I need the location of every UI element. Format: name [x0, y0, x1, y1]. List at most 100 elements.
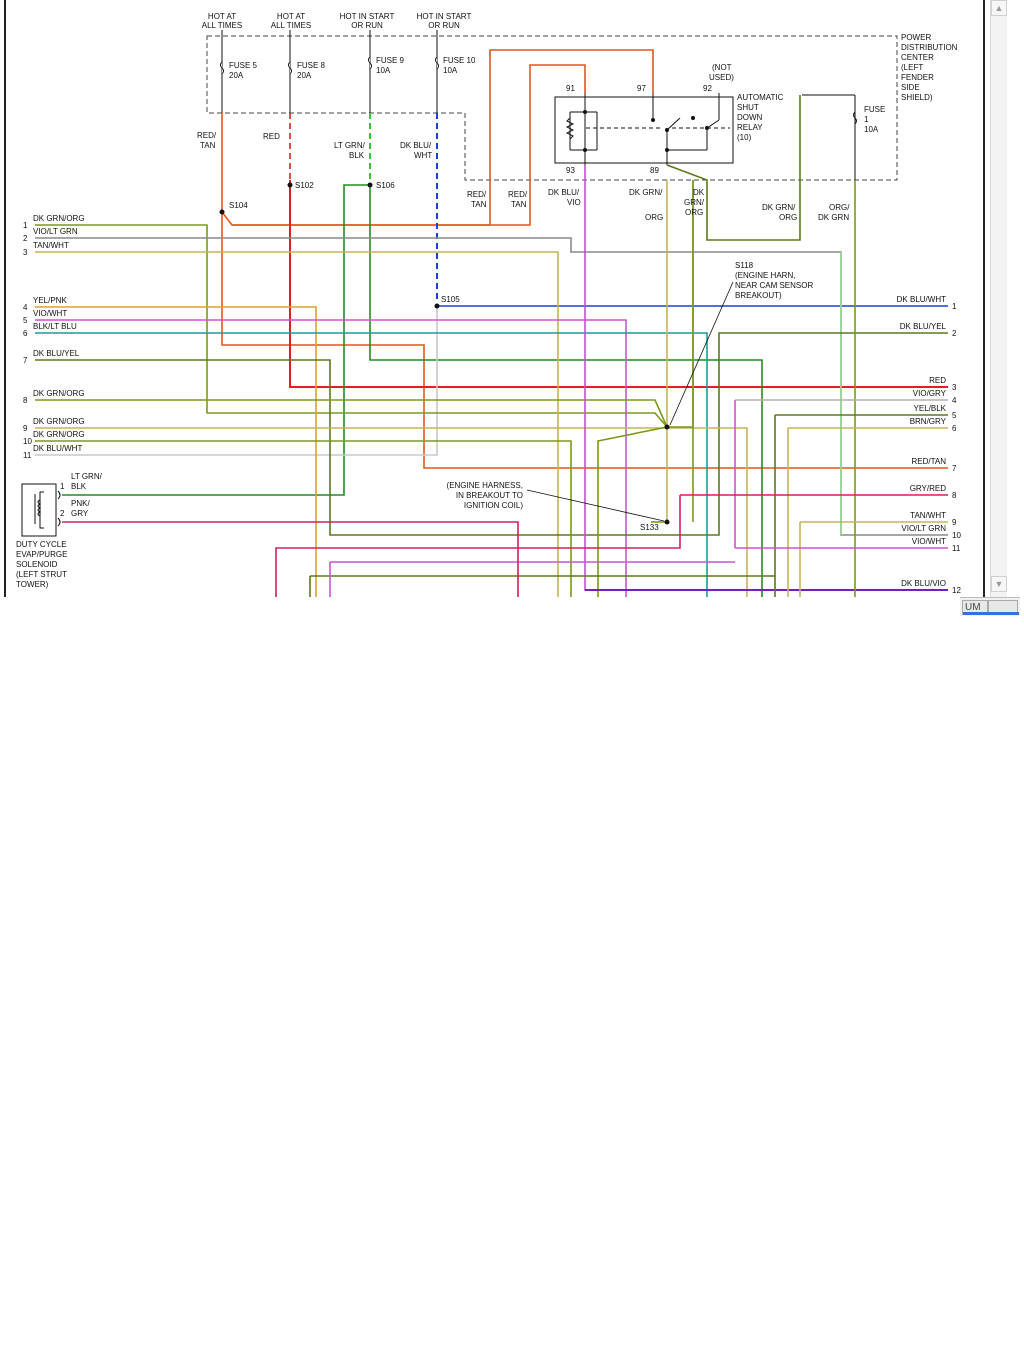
scroll-down-arrow-icon[interactable]: ▼ [991, 576, 1007, 592]
svg-text:BLK: BLK [71, 482, 87, 491]
svg-text:(NOT: (NOT [712, 63, 732, 72]
svg-text:EVAP/PURGE: EVAP/PURGE [16, 550, 67, 559]
asd-relay-label: AUTOMATIC SHUT DOWN RELAY (10) [737, 93, 784, 142]
right-pin-number: 4 [952, 396, 957, 405]
right-pin-wire-label: GRY/RED [910, 484, 947, 493]
svg-text:ORG: ORG [645, 213, 663, 222]
right-pin-wire-label: DK BLU/WHT [897, 295, 946, 304]
svg-text:RED/: RED/ [508, 190, 528, 199]
right-pin-number: 11 [952, 544, 961, 553]
svg-text:S105: S105 [441, 295, 460, 304]
pdc-label: POWER DISTRIBUTION CENTER (LEFT FENDER S… [901, 33, 958, 102]
left-pin-wire-label: TAN/WHT [33, 241, 69, 250]
s133-note: (ENGINE HARNESS, IN BREAKOUT TO IGNITION… [447, 481, 665, 522]
right-pin-wire-label: RED/TAN [911, 457, 946, 466]
viewer-right-border [983, 0, 985, 597]
left-pin-number: 6 [23, 329, 28, 338]
fuse-header-4: HOT IN START OR RUN [417, 12, 472, 30]
svg-text:TAN: TAN [471, 200, 487, 209]
svg-text:DK GRN: DK GRN [818, 213, 849, 222]
svg-text:DOWN: DOWN [737, 113, 763, 122]
svg-text:BLK: BLK [349, 151, 365, 160]
svg-text:DK BLU/: DK BLU/ [548, 188, 580, 197]
asd-relay-internals [565, 93, 730, 165]
left-pin-number: 4 [23, 303, 28, 312]
left-pin-number: 9 [23, 424, 28, 433]
svg-text:TAN: TAN [200, 141, 216, 150]
svg-text:10A: 10A [376, 66, 391, 75]
left-pin-wire-label: DK BLU/YEL [33, 349, 80, 358]
right-pin-wire-label: TAN/WHT [910, 511, 946, 520]
right-pin-number: 8 [952, 491, 957, 500]
asd-relay-box [554, 96, 734, 164]
svg-text:92: 92 [703, 84, 712, 93]
relay-pin-labels: 91 97 92 93 89 [566, 84, 712, 175]
svg-text:ORG: ORG [779, 213, 797, 222]
svg-text:FUSE 10: FUSE 10 [443, 56, 476, 65]
svg-text:GRN/: GRN/ [684, 198, 705, 207]
right-pin-wire-label: YEL/BLK [914, 404, 947, 413]
svg-text:10A: 10A [864, 125, 879, 134]
svg-text:ALL TIMES: ALL TIMES [271, 21, 311, 30]
right-pin-number: 6 [952, 424, 957, 433]
svg-text:USED): USED) [709, 73, 734, 82]
right-pin-number: 9 [952, 518, 957, 527]
svg-text:AUTOMATIC: AUTOMATIC [737, 93, 784, 102]
svg-text:DISTRIBUTION: DISTRIBUTION [901, 43, 958, 52]
right-pin-wire-label: DK BLU/VIO [901, 579, 946, 588]
svg-text:S106: S106 [376, 181, 395, 190]
svg-text:20A: 20A [297, 71, 312, 80]
s118-note: (ENGINE HARN, NEAR CAM SENSOR BREAKOUT) [669, 271, 813, 426]
svg-text:DK BLU/: DK BLU/ [400, 141, 432, 150]
svg-text:LT GRN/: LT GRN/ [71, 472, 103, 481]
svg-text:91: 91 [566, 84, 575, 93]
svg-text:S118: S118 [735, 261, 754, 270]
evap-purge-solenoid: 1 2 LT GRN/ BLK PNK/ GRY DUTY CYCLE EVAP… [16, 472, 103, 589]
right-pin-wire-label: VIO/LT GRN [901, 524, 946, 533]
svg-text:HOT IN START: HOT IN START [417, 12, 472, 21]
svg-text:89: 89 [650, 166, 659, 175]
svg-text:(LEFT: (LEFT [901, 63, 923, 72]
svg-text:FUSE 8: FUSE 8 [297, 61, 326, 70]
right-pin-number: 2 [952, 329, 957, 338]
scroll-up-arrow-icon[interactable]: ▲ [991, 0, 1007, 16]
svg-text:FUSE 9: FUSE 9 [376, 56, 405, 65]
status-accent-line [963, 612, 1019, 615]
fuse-header-1: HOT AT ALL TIMES [202, 12, 242, 30]
right-pin-number: 3 [952, 383, 957, 392]
svg-text:SIDE: SIDE [901, 83, 920, 92]
vertical-wire-labels: RED/ TAN RED LT GRN/ BLK DK BLU/ WHT RED… [197, 131, 850, 222]
svg-text:HOT IN START: HOT IN START [340, 12, 395, 21]
svg-text:(ENGINE HARNESS,: (ENGINE HARNESS, [447, 481, 523, 490]
svg-text:FENDER: FENDER [901, 73, 934, 82]
svg-text:RED/: RED/ [467, 190, 487, 199]
svg-text:PNK/: PNK/ [71, 499, 90, 508]
svg-text:CENTER: CENTER [901, 53, 934, 62]
right-pin-wire-label: BRN/GRY [910, 417, 947, 426]
svg-text:RED/: RED/ [197, 131, 217, 140]
svg-text:FUSE 5: FUSE 5 [229, 61, 258, 70]
svg-text:ORG: ORG [685, 208, 703, 217]
status-bar: UM [960, 597, 1020, 616]
left-pin-number: 11 [23, 451, 32, 460]
fuse-8-symbol [288, 61, 292, 75]
svg-text:SOLENOID: SOLENOID [16, 560, 58, 569]
svg-text:20A: 20A [229, 71, 244, 80]
svg-text:ALL TIMES: ALL TIMES [202, 21, 242, 30]
svg-text:2: 2 [60, 509, 65, 518]
svg-text:S104: S104 [229, 201, 248, 210]
svg-text:GRY: GRY [71, 509, 89, 518]
right-pin-number: 12 [952, 586, 961, 595]
splice-s118 [664, 424, 670, 430]
splice-labels: S104 S102 S106 S105 S118 S133 [229, 181, 754, 532]
svg-text:TOWER): TOWER) [16, 580, 49, 589]
svg-text:IGNITION COIL): IGNITION COIL) [464, 501, 523, 510]
vertical-scrollbar[interactable]: ▲ ▼ [990, 0, 1007, 597]
svg-text:DK: DK [693, 188, 705, 197]
left-pin-wire-label: DK GRN/ORG [33, 430, 85, 439]
svg-text:LT GRN/: LT GRN/ [334, 141, 366, 150]
right-pin-number: 10 [952, 531, 961, 540]
svg-text:(ENGINE HARN,: (ENGINE HARN, [735, 271, 795, 280]
svg-text:HOT AT: HOT AT [277, 12, 305, 21]
